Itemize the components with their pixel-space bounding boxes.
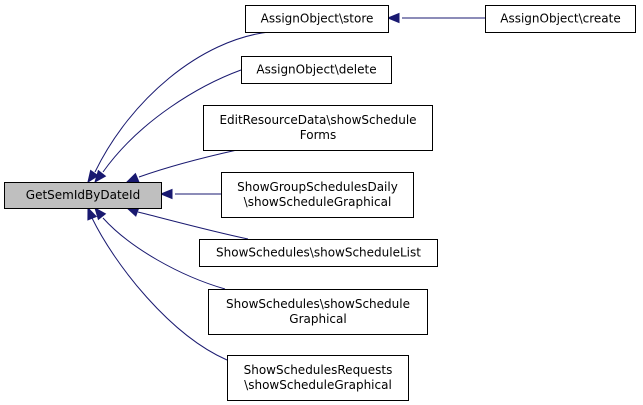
edge-arrowhead bbox=[125, 172, 140, 183]
edge-line bbox=[102, 69, 242, 173]
node-box[interactable] bbox=[241, 56, 392, 84]
node-assign-store[interactable]: AssignObject\store bbox=[245, 5, 389, 33]
node-box[interactable] bbox=[245, 5, 389, 33]
edge-line bbox=[102, 217, 226, 290]
node-box[interactable] bbox=[485, 5, 636, 33]
edge-line bbox=[91, 217, 228, 361]
node-label-line: EditResourceData\showSchedule bbox=[219, 113, 416, 127]
node-showschedules-list[interactable]: ShowSchedules\showScheduleList bbox=[199, 239, 438, 267]
node-label-line: ShowGroupSchedulesDaily bbox=[237, 180, 398, 194]
node-box[interactable] bbox=[221, 172, 414, 218]
node-assign-create[interactable]: AssignObject\create bbox=[485, 5, 636, 33]
node-box[interactable] bbox=[199, 239, 438, 267]
node-box[interactable] bbox=[203, 105, 433, 151]
node-showschedules-graphical[interactable]: ShowSchedules\showScheduleGraphical bbox=[208, 289, 428, 335]
edge-showrequests-to-getsemid bbox=[87, 206, 228, 361]
node-box[interactable] bbox=[227, 355, 409, 401]
node-getsemid[interactable]: GetSemIdByDateId bbox=[4, 182, 162, 209]
edge-line bbox=[137, 211, 249, 240]
node-label-line: AssignObject\delete bbox=[256, 63, 376, 77]
node-box[interactable] bbox=[208, 289, 428, 335]
edge-assign-store-to-getsemid bbox=[87, 31, 270, 184]
node-label-line: \showScheduleGraphical bbox=[244, 195, 392, 209]
node-label-line: AssignObject\store bbox=[261, 12, 374, 26]
node-label-line: Forms bbox=[300, 128, 336, 142]
node-label-line: AssignObject\create bbox=[500, 12, 621, 26]
edge-arrowhead bbox=[386, 12, 400, 24]
node-showgroup[interactable]: ShowGroupSchedulesDaily\showScheduleGrap… bbox=[221, 172, 414, 218]
node-label-line: ShowSchedules\showSchedule bbox=[226, 297, 410, 311]
node-box[interactable] bbox=[4, 182, 162, 209]
edge-arrowhead bbox=[94, 206, 107, 221]
node-label-line: GetSemIdByDateId bbox=[26, 188, 140, 202]
edge-arrowhead bbox=[159, 188, 173, 200]
edge-arrowhead bbox=[87, 169, 99, 184]
edge-editresource-to-getsemid bbox=[125, 149, 238, 183]
node-showrequests[interactable]: ShowSchedulesRequests\showScheduleGraphi… bbox=[227, 355, 409, 401]
node-label-line: Graphical bbox=[289, 312, 346, 326]
edge-showschedules-graphical-to-getsemid bbox=[94, 206, 226, 290]
edge-showgroup-to-getsemid bbox=[159, 188, 221, 200]
edge-assign-delete-to-getsemid bbox=[94, 69, 242, 184]
edge-line bbox=[94, 31, 270, 173]
node-label-line: \showScheduleGraphical bbox=[244, 378, 392, 392]
edge-arrowhead bbox=[87, 206, 98, 221]
edge-assign-create-to-assign-store bbox=[386, 12, 485, 24]
edge-arrowhead bbox=[94, 169, 107, 184]
node-assign-delete[interactable]: AssignObject\delete bbox=[241, 56, 392, 84]
node-label-line: ShowSchedulesRequests bbox=[244, 363, 393, 377]
node-label-line: ShowSchedules\showScheduleList bbox=[216, 246, 421, 260]
edge-line bbox=[138, 149, 238, 178]
edges-layer bbox=[87, 12, 485, 361]
